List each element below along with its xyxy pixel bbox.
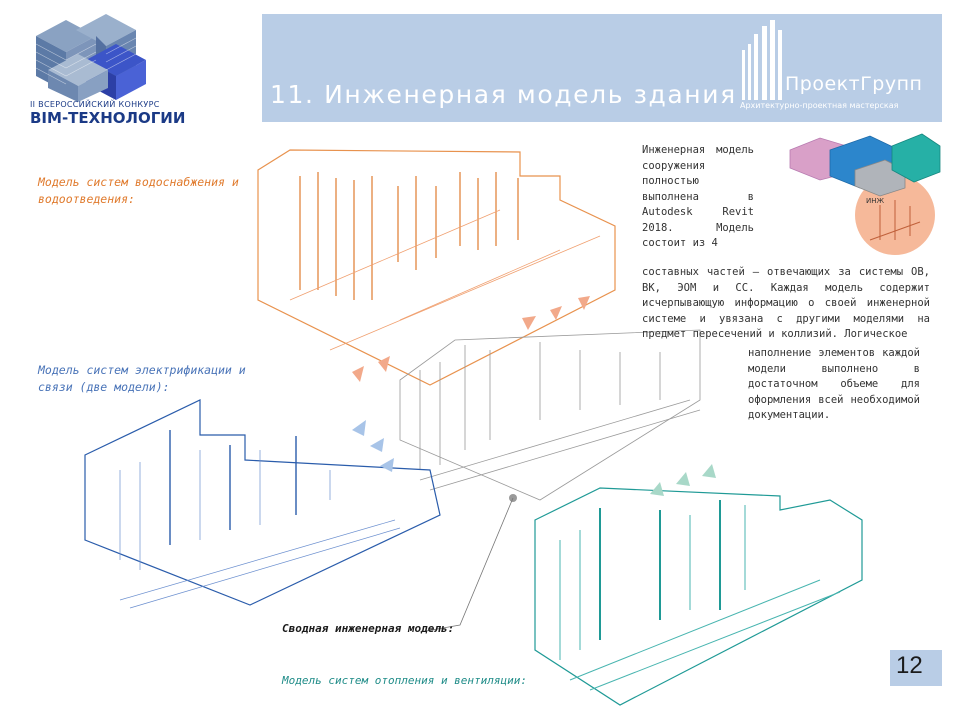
summary-model-drawing — [399, 329, 701, 501]
page-title: 11. Инженерная модель здания — [270, 80, 737, 109]
company-subtitle: Архитектурно-проектная мастерская — [740, 101, 899, 110]
arrows-from-electric — [352, 420, 394, 472]
water-model-label: Модель систем водоснабжения и водоотведе… — [38, 175, 239, 206]
description-part-2: составных частей – отвечающих за системы… — [642, 266, 930, 340]
water-model-drawing — [257, 149, 616, 386]
logo-title: BIM-ТЕХНОЛОГИИ — [30, 109, 186, 127]
summary-model-label: Сводная инженерная модель: — [282, 622, 455, 635]
electric-model-drawing — [84, 399, 441, 609]
contest-logo — [35, 14, 146, 102]
inset-tag: ИНЖ — [866, 197, 885, 205]
page-number-box — [890, 650, 942, 686]
logo-cubes-icon — [35, 14, 146, 102]
electric-model-label: Модель систем электрификации и связи (дв… — [38, 363, 246, 394]
company-name: ПроектГрупп — [785, 73, 923, 95]
description-part-3: наполнение элементов каждой модели выпол… — [748, 347, 920, 421]
hvac-model-drawing — [534, 487, 863, 706]
arrows-from-hvac — [650, 464, 716, 496]
description-part-1: Инженерная модель сооружения полностью в… — [642, 144, 754, 249]
model-composition-inset — [789, 133, 941, 255]
company-logo-icon — [742, 20, 782, 100]
logo-caption: II ВСЕРОССИЙСКИЙ КОНКУРС — [30, 100, 160, 109]
page-number: 12 — [896, 652, 923, 679]
hvac-model-label: Модель систем отопления и вентиляции: — [282, 674, 528, 687]
header-band — [262, 14, 942, 122]
arrows-from-water — [352, 296, 590, 382]
